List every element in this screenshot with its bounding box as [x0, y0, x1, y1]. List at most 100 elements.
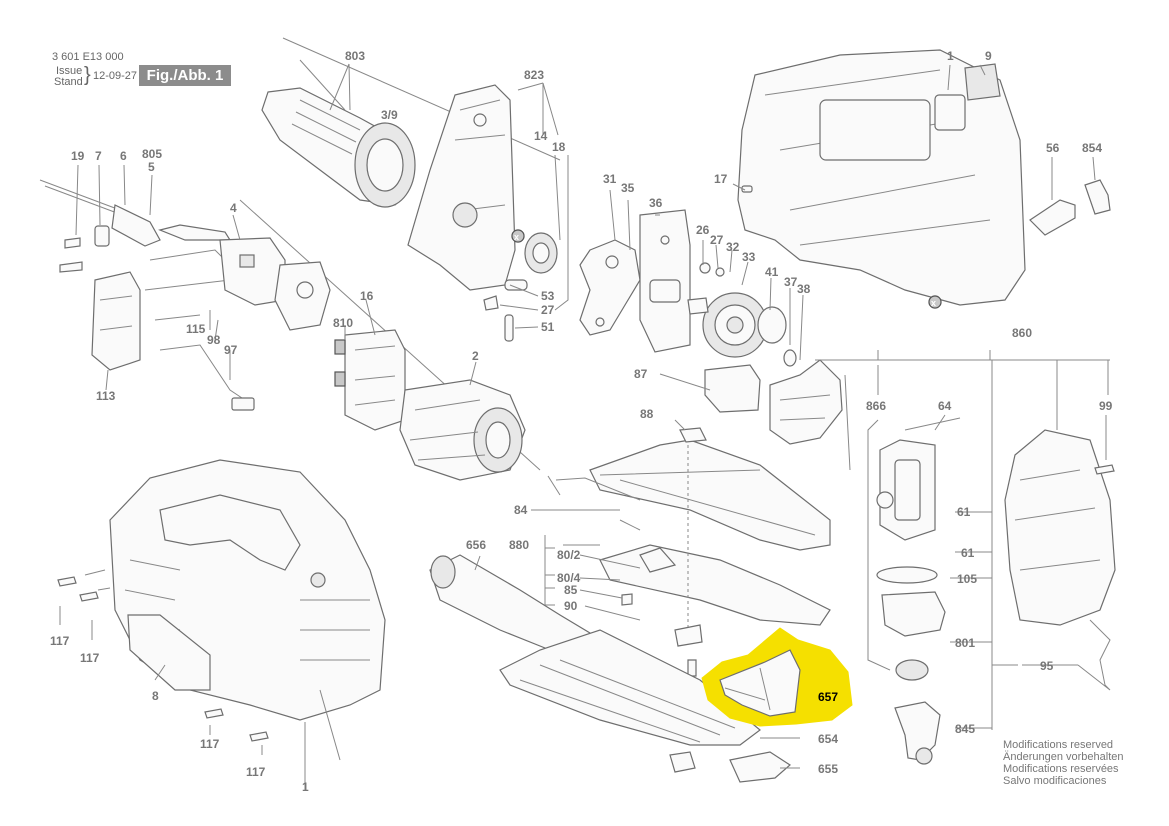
mod-line-en: Modifications reserved: [1003, 739, 1114, 751]
housing-part: [737, 49, 1026, 309]
label-7: 7: [95, 149, 102, 163]
label-64: 64: [938, 399, 952, 413]
label-803: 803: [345, 49, 365, 63]
label-35: 35: [621, 181, 635, 195]
label-61b: 61: [961, 546, 975, 560]
label-805: 805: [142, 147, 162, 161]
label-98: 98: [207, 333, 221, 347]
label-90: 90: [564, 599, 578, 613]
label-4: 4: [230, 201, 237, 215]
label-38: 38: [797, 282, 811, 296]
small-screw-part: [621, 593, 703, 677]
label-87: 87: [634, 367, 648, 381]
gear-part: [687, 262, 797, 367]
label-17: 17: [714, 172, 728, 186]
label-823: 823: [524, 68, 544, 82]
label-3-9: 3/9: [381, 108, 398, 122]
mod-line-fr: Modifications reservées: [1003, 763, 1119, 775]
label-117c: 117: [200, 737, 220, 751]
label-97: 97: [224, 343, 238, 357]
label-656: 656: [466, 538, 486, 552]
handle-housing-part: [109, 459, 386, 790]
issue-label: Issue: [56, 65, 83, 77]
label-19: 19: [71, 149, 85, 163]
switch-part: [219, 237, 331, 331]
label-16: 16: [360, 289, 374, 303]
label-61a: 61: [957, 505, 971, 519]
label-860: 860: [1012, 326, 1032, 340]
label-84: 84: [514, 503, 528, 517]
label-1-top: 1: [947, 49, 954, 63]
bracket-glyph: }: [84, 64, 91, 86]
label-88: 88: [640, 407, 654, 421]
motor-housing-cover-part: [1004, 429, 1116, 691]
highlighted-part-657[interactable]: [701, 627, 853, 727]
label-1-bottom: 1: [302, 780, 309, 794]
gear-housing-part: [407, 84, 558, 342]
document-number: 3 601 E13 000: [52, 51, 124, 63]
pendulum-lever-part: [876, 417, 961, 541]
issue-date: 12-09-27: [93, 70, 138, 82]
label-801: 801: [955, 636, 975, 650]
plate-part: [599, 445, 831, 630]
mod-line-es: Salvo modificaciones: [1003, 775, 1107, 787]
label-113: 113: [96, 389, 116, 403]
label-866: 866: [866, 399, 886, 413]
roller-part: [894, 701, 941, 765]
leader-lines: [59, 63, 1110, 769]
mod-line-de: Änderungen vorbehalten: [1003, 751, 1124, 763]
label-8: 8: [152, 689, 159, 703]
label-80-4: 80/4: [557, 571, 581, 585]
svg-text:x: x: [514, 232, 519, 242]
label-655: 655: [818, 762, 838, 776]
label-810: 810: [333, 316, 353, 330]
x-markers: x x: [511, 229, 942, 309]
counterweight-part: [579, 239, 641, 336]
label-654: 654: [818, 732, 838, 746]
label-26: 26: [696, 223, 710, 237]
base-plate-part: [547, 427, 831, 551]
label-31: 31: [603, 172, 617, 186]
label-2: 2: [472, 349, 479, 363]
label-880: 880: [509, 538, 529, 552]
label-33: 33: [742, 250, 756, 264]
label-41: 41: [765, 265, 779, 279]
label-9: 9: [985, 49, 992, 63]
label-51: 51: [541, 320, 555, 334]
label-99: 99: [1099, 399, 1113, 413]
base-cover-part: [499, 629, 761, 773]
label-27a: 27: [710, 233, 724, 247]
label-117d: 117: [246, 765, 266, 779]
modifications-note: Modifications reserved Änderungen vorbeh…: [1003, 739, 1123, 787]
label-56: 56: [1046, 141, 1060, 155]
figure-label: Fig./Abb. 1: [139, 65, 231, 86]
label-115: 115: [186, 322, 206, 336]
cable-part: [39, 179, 255, 411]
slider-plate-part: [639, 209, 691, 353]
label-854: 854: [1082, 141, 1102, 155]
label-6: 6: [120, 149, 127, 163]
switch-slider-part: [1029, 179, 1111, 236]
rotary-knob-part: [876, 566, 946, 681]
label-36: 36: [649, 196, 663, 210]
label-117b: 117: [80, 651, 100, 665]
label-5: 5: [148, 160, 155, 174]
armature-part: [239, 37, 561, 471]
screws-part: [57, 464, 1115, 742]
guide-roller-support-part: [704, 359, 843, 445]
label-14: 14: [534, 129, 548, 143]
label-27b: 27: [541, 303, 555, 317]
stand-label: Stand: [54, 76, 83, 88]
label-105: 105: [957, 572, 977, 586]
part-labels: 803 3/9 823 14 18 1 9 19 7 6 805 5 4 17 …: [50, 49, 1113, 794]
electronic-module-part: [91, 271, 141, 371]
label-32: 32: [726, 240, 740, 254]
brush-holder-part: [334, 329, 406, 431]
label-845: 845: [955, 722, 975, 736]
splinter-guard-part: [729, 751, 791, 783]
label-657: 657: [818, 690, 838, 704]
label-37: 37: [784, 275, 798, 289]
label-95: 95: [1040, 659, 1054, 673]
label-85: 85: [564, 583, 578, 597]
